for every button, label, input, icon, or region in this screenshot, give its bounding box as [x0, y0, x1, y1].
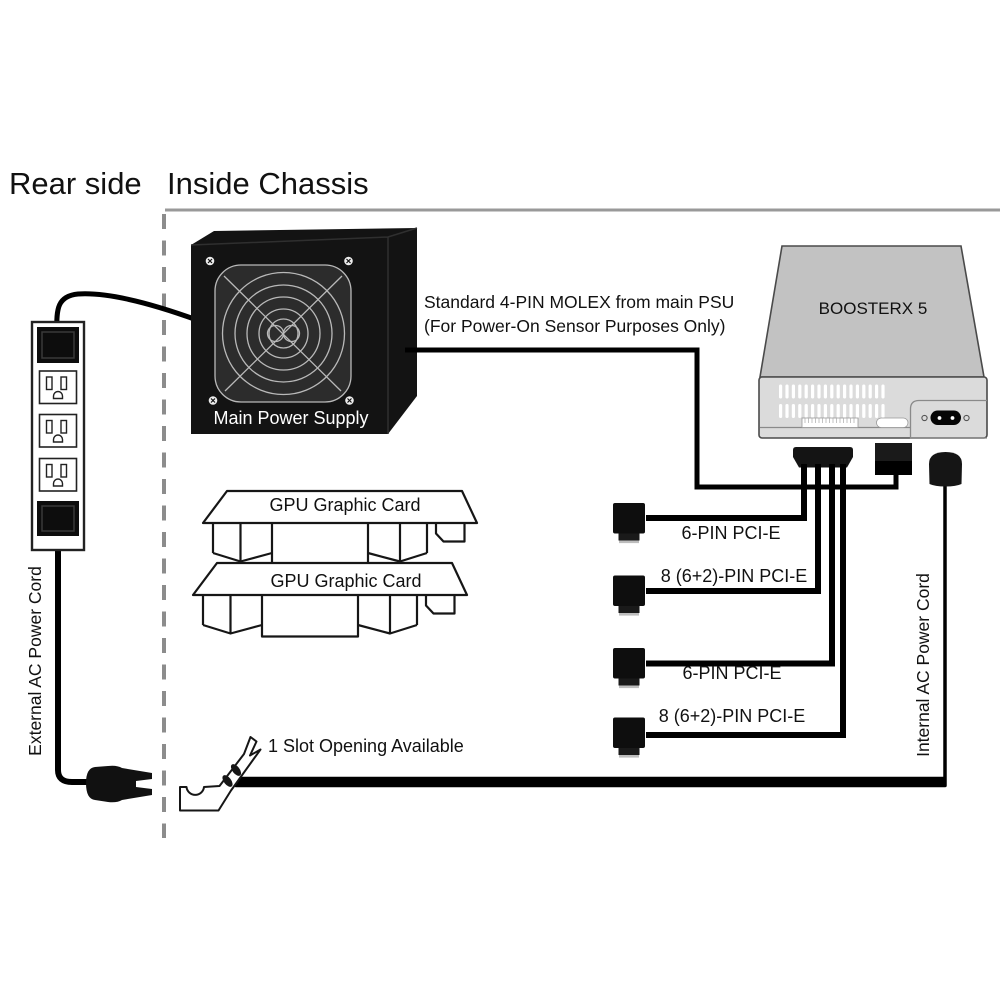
pcie-cables: [646, 464, 846, 738]
external-cord-to-psu: [54, 291, 198, 333]
booster-label: BOOSTERX 5: [818, 299, 928, 318]
molex-sensor-wire: [405, 347, 899, 490]
external-ac-plug-icon: [86, 765, 152, 803]
gpu-card-1-label: GPU Graphic Card: [269, 495, 421, 515]
psu-label: Main Power Supply: [213, 408, 369, 428]
pcie-label-1: 6-PIN PCI-E: [681, 523, 781, 543]
external-cord-label: External AC Power Cord: [25, 566, 45, 756]
pin-header-slot: [801, 417, 859, 428]
cable-harness-connector: [793, 447, 853, 468]
plug-in-bottom-socket: [37, 501, 79, 536]
internal-ac-plug-icon: [929, 452, 962, 487]
power-strip: [30, 320, 86, 552]
outlet-socket: [38, 457, 78, 492]
screw-icon: [343, 256, 354, 266]
inside-chassis-title: Inside Chassis: [167, 166, 369, 201]
inlet-inset-outline: [909, 399, 987, 439]
oval-slot: [876, 417, 909, 428]
pcie-connector-icon: [613, 575, 645, 616]
bracket-hole: [230, 764, 242, 776]
pcie-connector-icon: [613, 503, 645, 544]
rear-side-title: Rear side: [9, 166, 142, 201]
molex-note: Standard 4-PIN MOLEX from main PSU (For …: [424, 291, 734, 338]
external-cord-to-plug: [55, 535, 96, 785]
internal-cord-label: Internal AC Power Cord: [913, 573, 933, 757]
screw-icon: [205, 256, 215, 266]
molex-note-line1: Standard 4-PIN MOLEX from main PSU: [424, 292, 735, 312]
fan-grille-icon: [205, 256, 355, 406]
molex-note-line2: (For Power-On Sensor Purposes Only): [424, 315, 726, 336]
slot-opening-label: 1 Slot Opening Available: [268, 736, 464, 756]
screw-icon: [208, 395, 218, 406]
screw-icon: [344, 395, 355, 406]
molex-connector-icon: [875, 443, 912, 475]
bracket-hole: [222, 775, 233, 787]
slot-bracket: [179, 736, 262, 812]
pcie-connector-icon: [613, 648, 645, 689]
outlet-socket: [38, 370, 78, 405]
pcie-connector-icon: [613, 717, 645, 758]
pcie-label-4: 8 (6+2)-PIN PCI-E: [658, 706, 806, 726]
pcie-label-2: 8 (6+2)-PIN PCI-E: [660, 566, 808, 586]
gpu-card-2-label: GPU Graphic Card: [270, 571, 422, 591]
plug-in-top-socket: [37, 327, 79, 363]
boosterx5-unit: [758, 245, 988, 439]
main-power-supply: [190, 227, 418, 434]
outlet-socket: [38, 413, 78, 448]
pcie-label-3: 6-PIN PCI-E: [682, 663, 782, 683]
power-inlet-icon: [921, 410, 970, 425]
